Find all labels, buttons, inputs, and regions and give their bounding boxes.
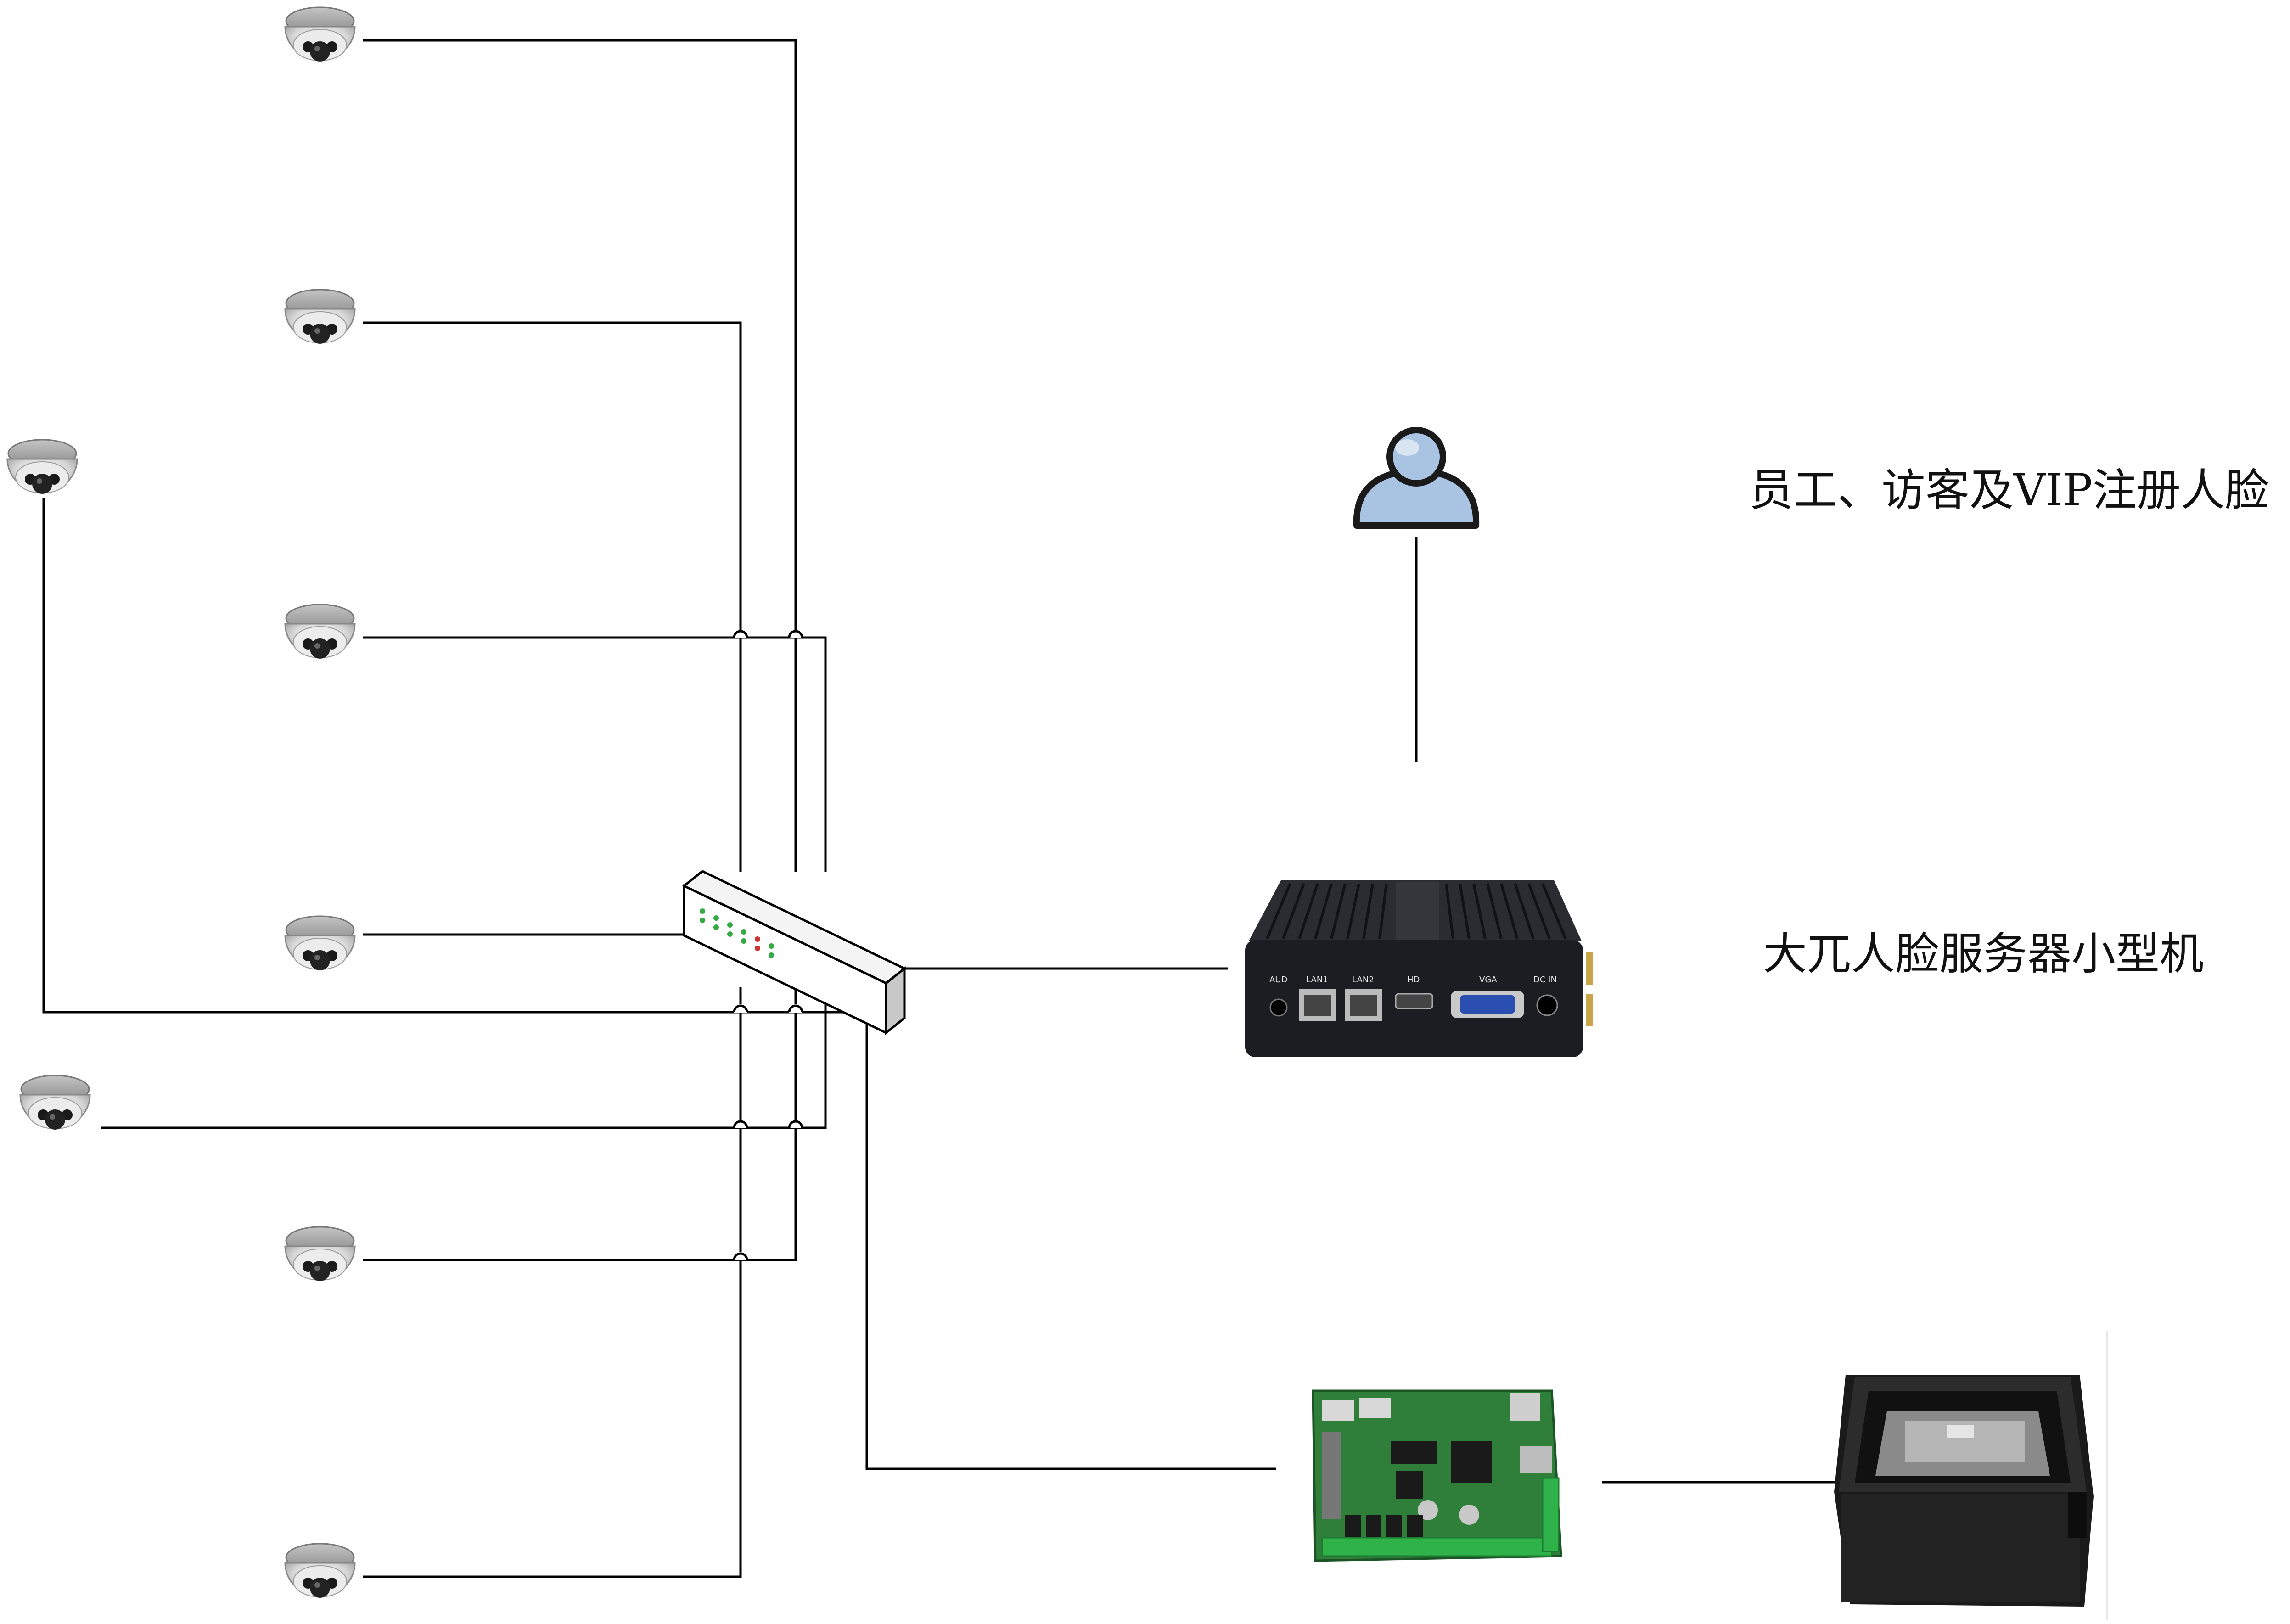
wiring [42,39,1839,1578]
port-label-lan2: LAN2 [1352,975,1374,985]
dome-camera-icon [284,915,356,971]
server-label: 大兀人脸服务器小型机 [1763,928,2204,980]
dome-camera-icon [6,439,78,495]
port-label-dc-in: DC IN [1533,975,1557,985]
mini-pc-server-icon: AUD LAN1 LAN2 HD VGA DC IN [1245,880,1593,1057]
registration-label: 员工、访客及VIP注册人脸 [1749,465,2269,516]
dome-camera-icon [284,6,356,62]
port-label-vga: VGA [1479,975,1497,985]
qr-code-scanner-icon [1834,1331,2108,1620]
port-label-aud: AUD [1269,975,1287,985]
network-switch-icon [682,870,907,1036]
user-icon [1353,427,1480,529]
access-control-board-icon [1312,1389,1562,1562]
dome-camera-icon [284,289,356,345]
cable-hops [734,630,802,1260]
dome-camera-icon [19,1075,91,1131]
port-label-hd: HD [1407,975,1420,985]
dome-camera-icon [284,1226,356,1282]
dome-camera-icon [284,604,356,660]
port-label-lan1: LAN1 [1306,975,1328,985]
dome-camera-icon [284,1543,356,1599]
